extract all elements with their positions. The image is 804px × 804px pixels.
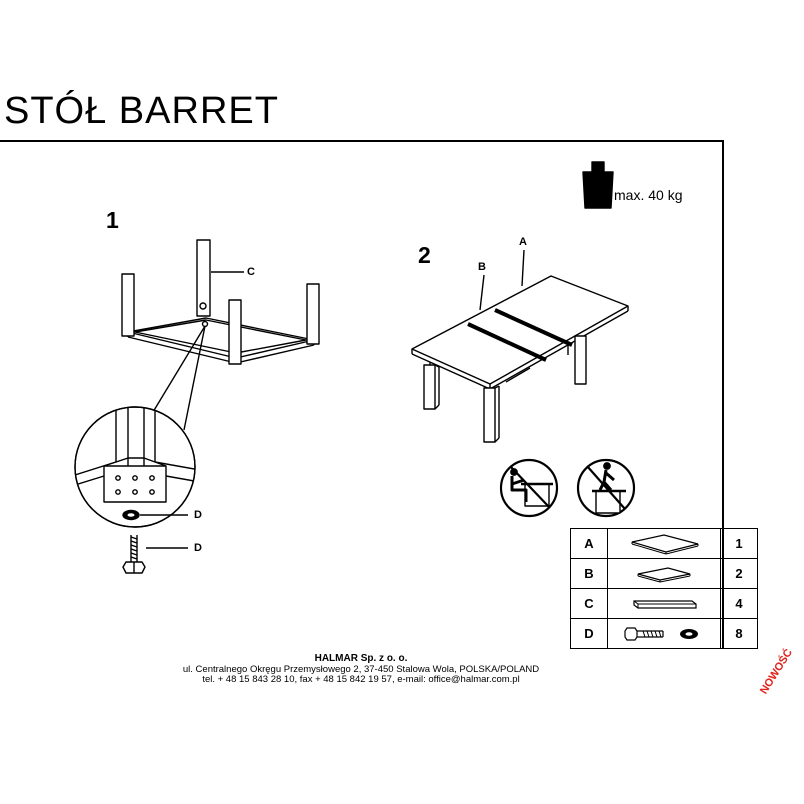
part-label: A [570, 528, 608, 559]
part-qty: 8 [720, 618, 758, 649]
table-top-panel-icon [631, 533, 699, 554]
part-qty: 1 [720, 528, 758, 559]
step-2-number: 2 [418, 242, 431, 268]
callout-d-bolt: D [194, 542, 202, 554]
step1-detail-circle [74, 406, 196, 528]
table-row: C 4 [570, 588, 758, 619]
washer-d-drawing [122, 509, 188, 521]
extension-panel-icon [637, 566, 691, 582]
table-row: B 2 [570, 558, 758, 589]
table-row: A 1 [570, 528, 758, 559]
part-label: B [570, 558, 608, 589]
callout-c: C [247, 266, 255, 278]
instruction-frame [0, 140, 724, 648]
no-standing-icon [576, 458, 636, 518]
callout-b: B [478, 261, 486, 273]
bolt-d-drawing [122, 535, 188, 574]
part-qty: 4 [720, 588, 758, 619]
step1-frame-drawing [121, 239, 320, 365]
company-name: HALMAR Sp. z o. o. [314, 653, 408, 664]
max-load-label: max. 40 kg [614, 187, 683, 203]
company-footer: HALMAR Sp. z o. o. ul. Centralnego Okręg… [0, 653, 722, 686]
parts-table: A 1 B 2 C [570, 528, 758, 649]
company-contact: tel. + 48 15 843 28 10, fax + 48 15 842 … [202, 674, 520, 686]
bolt-and-washer-icon [624, 626, 698, 641]
part-qty: 2 [720, 558, 758, 589]
callout-d-washer: D [194, 509, 202, 521]
table-row: D 8 [570, 618, 758, 649]
leg-icon [633, 599, 697, 609]
step-1-number: 1 [106, 207, 119, 233]
company-address: ul. Centralnego Okręgu Przemysłowego 2, … [182, 663, 540, 675]
step2-table-drawing [411, 249, 629, 443]
weight-icon [582, 161, 614, 209]
callout-a: A [519, 236, 527, 248]
part-label: C [570, 588, 608, 619]
page-title: STÓŁ BARRET [4, 90, 279, 132]
part-label: D [570, 618, 608, 649]
no-sitting-icon [499, 458, 559, 518]
